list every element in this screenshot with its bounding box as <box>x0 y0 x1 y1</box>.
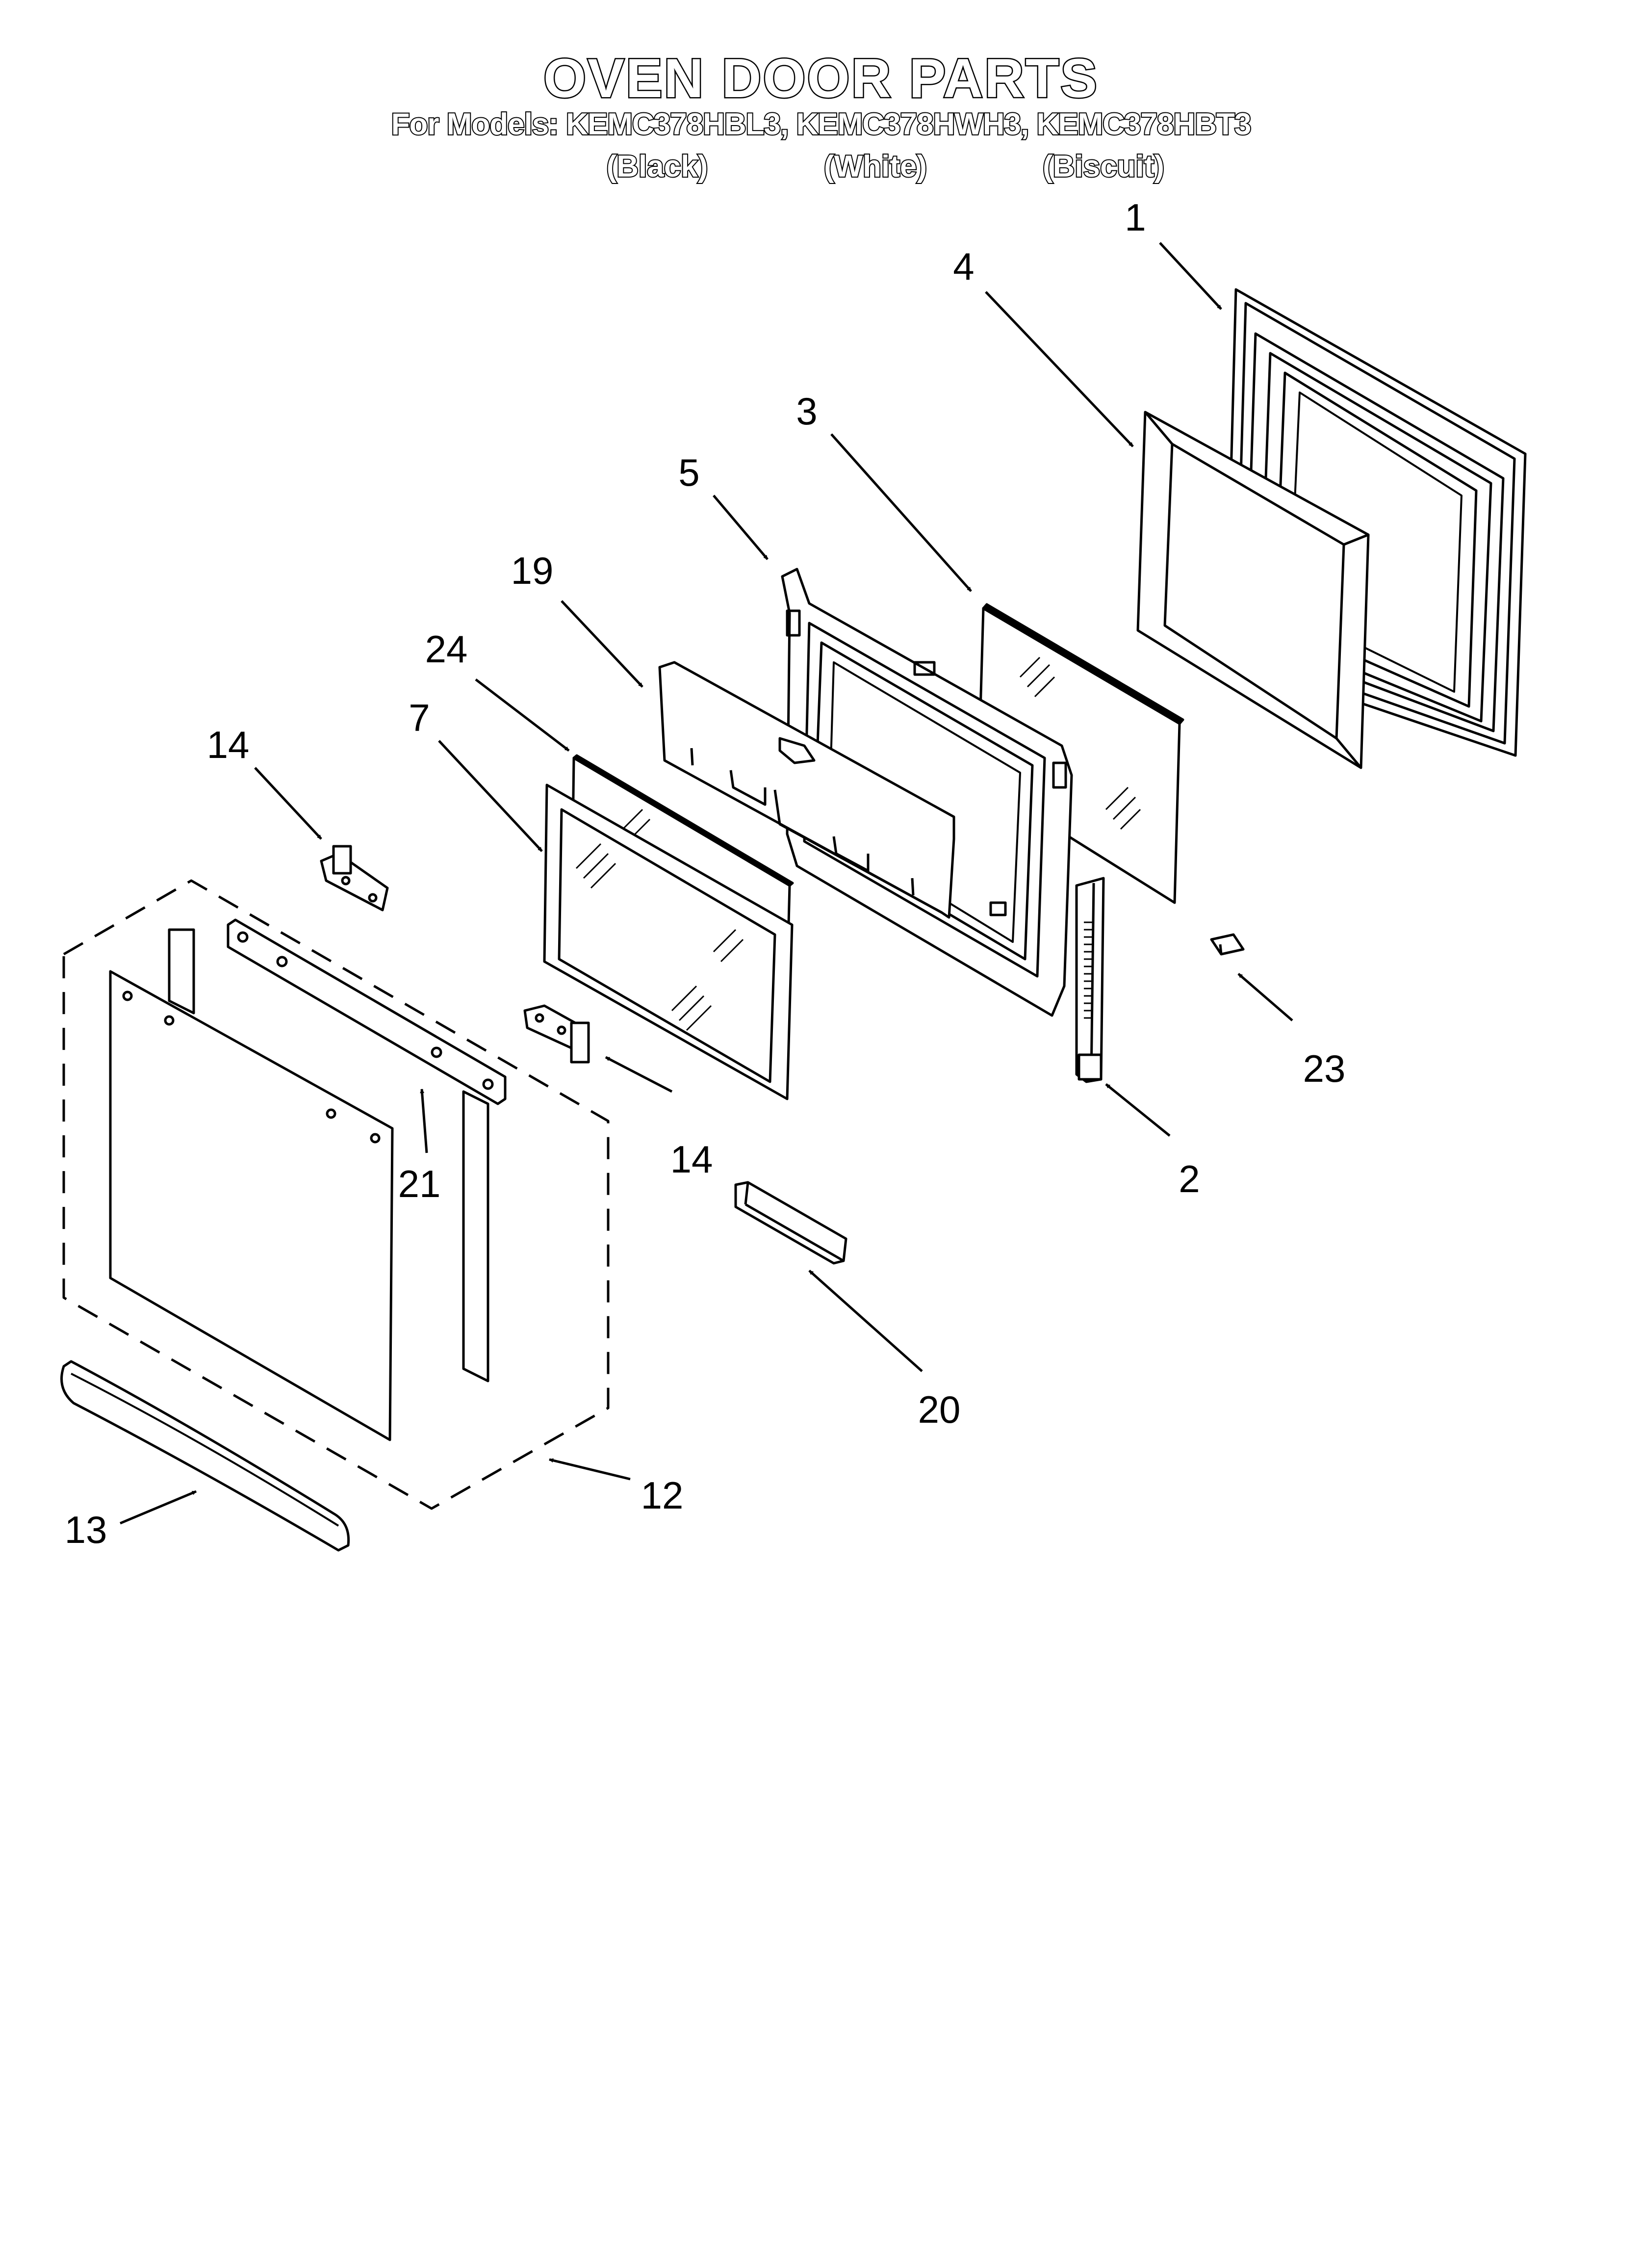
callout-14-upper: 14 <box>207 723 250 766</box>
part-21-trim-bar <box>227 918 507 1105</box>
leader-5 <box>713 495 769 560</box>
leader-24 <box>475 678 570 752</box>
leader-7 <box>438 740 543 852</box>
callout-21: 21 <box>398 1162 441 1205</box>
callout-23: 23 <box>1303 1047 1346 1090</box>
part-4-door-frame <box>1136 411 1370 769</box>
door-trim-strip-left <box>168 928 195 1015</box>
callout-19: 19 <box>511 549 554 592</box>
callout-2: 2 <box>1179 1157 1200 1200</box>
leader-20 <box>808 1270 923 1372</box>
part-14-hinge-bracket-lower <box>523 1004 590 1064</box>
part-13-door-handle <box>60 1360 350 1552</box>
callout-5: 5 <box>678 451 699 494</box>
leader-4 <box>985 291 1134 447</box>
callout-24: 24 <box>425 627 468 671</box>
part-7-glass-pack <box>543 783 794 1100</box>
callout-labels: 1 4 3 5 19 24 7 14 14 21 2 23 20 12 13 <box>65 196 1346 1551</box>
leader-21 <box>420 1089 428 1153</box>
part-19-heat-shield <box>658 661 955 919</box>
part-3-inner-glass <box>977 603 1184 904</box>
leader-2 <box>1105 1083 1171 1137</box>
callout-3: 3 <box>796 390 817 433</box>
leader-12 <box>549 1458 631 1481</box>
variant-black-label: (Black) <box>606 149 709 184</box>
part-2-hinge-spring <box>1075 877 1105 1083</box>
door-trim-strip-right <box>462 1090 489 1382</box>
model-list: For Models: KEMC378HBL3, KEMC378HWH3, KE… <box>390 106 1253 142</box>
callout-12: 12 <box>641 1474 684 1517</box>
diagram-title: OVEN DOOR PARTS <box>542 47 1099 110</box>
part-12-outer-door-assembly <box>62 879 610 1510</box>
leader-23 <box>1237 973 1293 1021</box>
callout-13: 13 <box>65 1508 107 1551</box>
part-23-clip <box>1210 933 1245 956</box>
callout-7: 7 <box>409 696 430 739</box>
leader-14-upper <box>254 767 322 840</box>
leader-14-lower <box>605 1056 673 1093</box>
variant-white-label: (White) <box>823 149 928 184</box>
leader-19 <box>561 600 643 688</box>
outer-door-glass-panel <box>109 970 394 1441</box>
callout-20: 20 <box>918 1388 961 1431</box>
part-14-hinge-bracket-upper <box>320 845 389 912</box>
leader-arrows <box>120 242 1293 1525</box>
leader-13 <box>120 1490 197 1525</box>
callout-4: 4 <box>953 245 974 288</box>
leader-1 <box>1159 242 1222 310</box>
callout-14-lower: 14 <box>670 1138 713 1181</box>
part-20-vent-strip <box>734 1181 847 1265</box>
callout-1: 1 <box>1125 196 1146 239</box>
variant-biscuit-label: (Biscuit) <box>1042 149 1165 184</box>
leader-3 <box>830 433 972 592</box>
